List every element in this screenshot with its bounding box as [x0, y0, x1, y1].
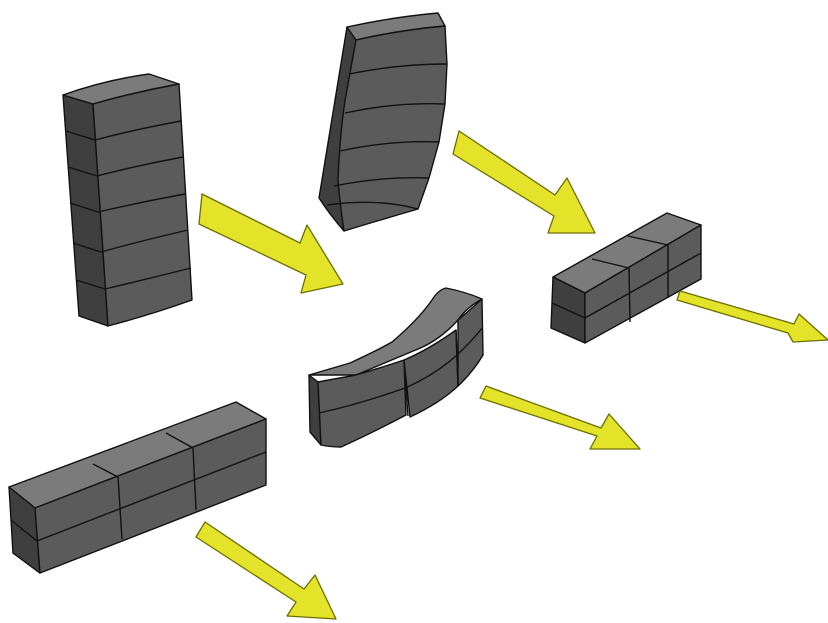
array-small-seam [551, 235, 702, 323]
horizontal-array-small [550, 212, 702, 344]
arrow-4 [479, 385, 641, 450]
stack-seam [94, 120, 192, 290]
array-straight-front-face [34, 418, 267, 574]
vertical-stack-curved [318, 12, 448, 232]
arrow-5 [195, 521, 337, 620]
arrow-2 [452, 130, 596, 234]
array-straight-seam [10, 432, 267, 542]
stack-side-seam [65, 130, 106, 290]
arrow-3 [676, 290, 828, 343]
array-curved-front-block-1 [317, 359, 407, 448]
vertical-stack-straight [62, 73, 193, 327]
array-curved-top-face [308, 287, 483, 376]
curved-stack-front-face [337, 25, 448, 232]
array-curved-seam [318, 327, 483, 417]
stack-front-face [92, 83, 193, 327]
horizontal-array-curved [308, 287, 484, 448]
array-small-front-face [584, 224, 702, 344]
horizontal-array-straight [8, 401, 267, 574]
arrow-1 [198, 193, 344, 294]
curved-stack-seam [326, 63, 448, 210]
